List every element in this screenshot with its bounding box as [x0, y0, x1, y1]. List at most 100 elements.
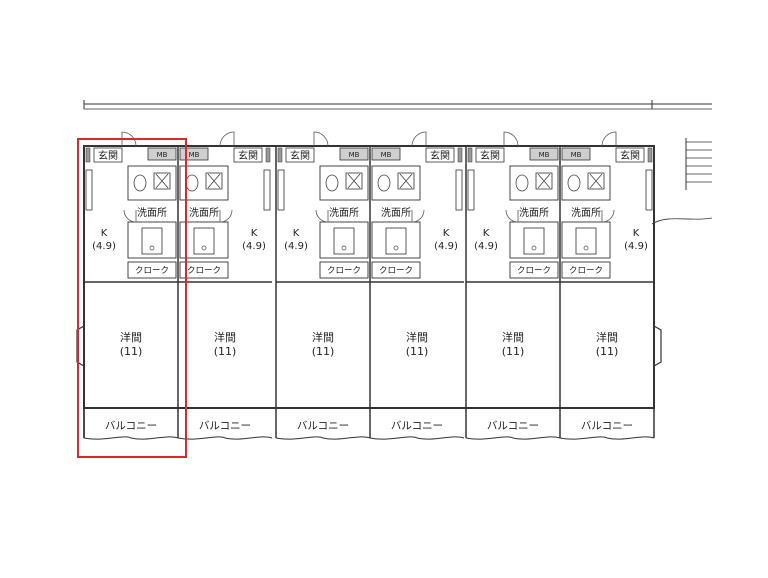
toilet-icon	[377, 174, 391, 192]
washroom-label: 洗面所	[571, 207, 601, 219]
closet-area	[179, 261, 229, 279]
drain-icon	[149, 245, 155, 251]
kitchen-label: K	[251, 228, 258, 239]
washing-machine-box	[587, 172, 605, 190]
balcony-railing-line	[465, 436, 561, 440]
balcony-railing-line	[177, 436, 273, 440]
washroom-label: 洗面所	[137, 207, 167, 219]
entrance-door-icon	[313, 131, 329, 147]
entrance-area	[285, 147, 315, 163]
washing-machine-box	[397, 172, 415, 190]
kitchen-label: K	[633, 228, 640, 239]
western-room-size-label: (11)	[596, 345, 619, 358]
mb-label: MB	[381, 151, 392, 159]
closet-label: クローク	[135, 266, 169, 276]
closet-area	[371, 261, 421, 279]
closet-area	[509, 261, 559, 279]
western-room-size-label: (11)	[406, 345, 429, 358]
toilet-icon	[515, 174, 529, 192]
entrance-label: 玄関	[98, 149, 118, 162]
western-room-label: 洋間	[214, 330, 236, 344]
balcony-label: バルコニー	[391, 420, 443, 432]
entrance-label: 玄関	[430, 149, 450, 162]
mb-label: MB	[571, 151, 582, 159]
bathtub-icon	[333, 227, 355, 255]
kitchen-counter	[263, 169, 271, 211]
shaft-hatch	[647, 147, 653, 163]
mb-label: MB	[349, 151, 360, 159]
washing-machine-box	[345, 172, 363, 190]
kitchen-door-icon	[411, 209, 425, 223]
drain-icon	[583, 245, 589, 251]
shaft-hatch	[85, 147, 91, 163]
meter-box	[339, 147, 369, 161]
toilet-icon	[325, 174, 339, 192]
drain-icon	[201, 245, 207, 251]
washing-machine-icon	[537, 173, 551, 189]
mb-label: MB	[189, 151, 200, 159]
mb-label: MB	[539, 151, 550, 159]
kitchen-label: K	[443, 228, 450, 239]
closet-label: クローク	[187, 266, 221, 276]
western-room-label: 洋間	[406, 330, 428, 344]
toilet-room	[371, 165, 421, 201]
entrance-door-icon	[411, 131, 427, 147]
western-room-size-label: (11)	[120, 345, 143, 358]
kitchen-label: K	[101, 228, 108, 239]
meter-box	[147, 147, 177, 161]
entrance-door-icon	[219, 131, 235, 147]
kitchen-label: K	[293, 228, 300, 239]
washing-machine-icon	[155, 173, 169, 189]
drain-icon	[341, 245, 347, 251]
western-room-label: 洋間	[120, 330, 142, 344]
balcony-label: バルコニー	[199, 420, 251, 432]
closet-area	[561, 261, 611, 279]
western-room-size-label: (11)	[312, 345, 335, 358]
bathtub-icon	[385, 227, 407, 255]
kitchen-counter	[85, 169, 93, 211]
closet-label: クローク	[379, 266, 413, 276]
western-room-label: 洋間	[502, 330, 524, 344]
washing-machine-icon	[399, 173, 413, 189]
toilet-icon	[185, 174, 199, 192]
western-room-size-label: (11)	[502, 345, 525, 358]
kitchen-label: K	[483, 228, 490, 239]
kitchen-door-icon	[505, 209, 519, 223]
kitchen-size-label: (4.9)	[434, 241, 458, 252]
bathroom	[509, 221, 559, 259]
balcony-railing-line	[275, 436, 371, 440]
balcony-label: バルコニー	[581, 420, 633, 432]
washroom-label: 洗面所	[189, 207, 219, 219]
bathroom	[319, 221, 369, 259]
bathroom	[561, 221, 611, 259]
entrance-area	[93, 147, 123, 163]
bay-window-right	[653, 325, 662, 367]
entrance-area	[233, 147, 263, 163]
balcony-railing-line	[83, 436, 179, 440]
bathtub-icon	[193, 227, 215, 255]
balcony-label: バルコニー	[487, 420, 539, 432]
western-room-size-label: (11)	[214, 345, 237, 358]
meter-box	[529, 147, 559, 161]
kitchen-counter	[277, 169, 285, 211]
entrance-label: 玄関	[480, 149, 500, 162]
bathtub-icon	[575, 227, 597, 255]
mb-label: MB	[157, 151, 168, 159]
closet-label: クローク	[569, 266, 603, 276]
kitchen-size-label: (4.9)	[284, 241, 308, 252]
shaft-hatch	[457, 147, 463, 163]
entrance-door-icon	[503, 131, 519, 147]
closet-label: クローク	[327, 266, 361, 276]
washroom-label: 洗面所	[519, 207, 549, 219]
western-room-label: 洋間	[312, 330, 334, 344]
bathroom	[127, 221, 177, 259]
washroom-label: 洗面所	[381, 207, 411, 219]
kitchen-size-label: (4.9)	[624, 241, 648, 252]
washroom-label: 洗面所	[329, 207, 359, 219]
toilet-icon	[133, 174, 147, 192]
washing-machine-icon	[347, 173, 361, 189]
